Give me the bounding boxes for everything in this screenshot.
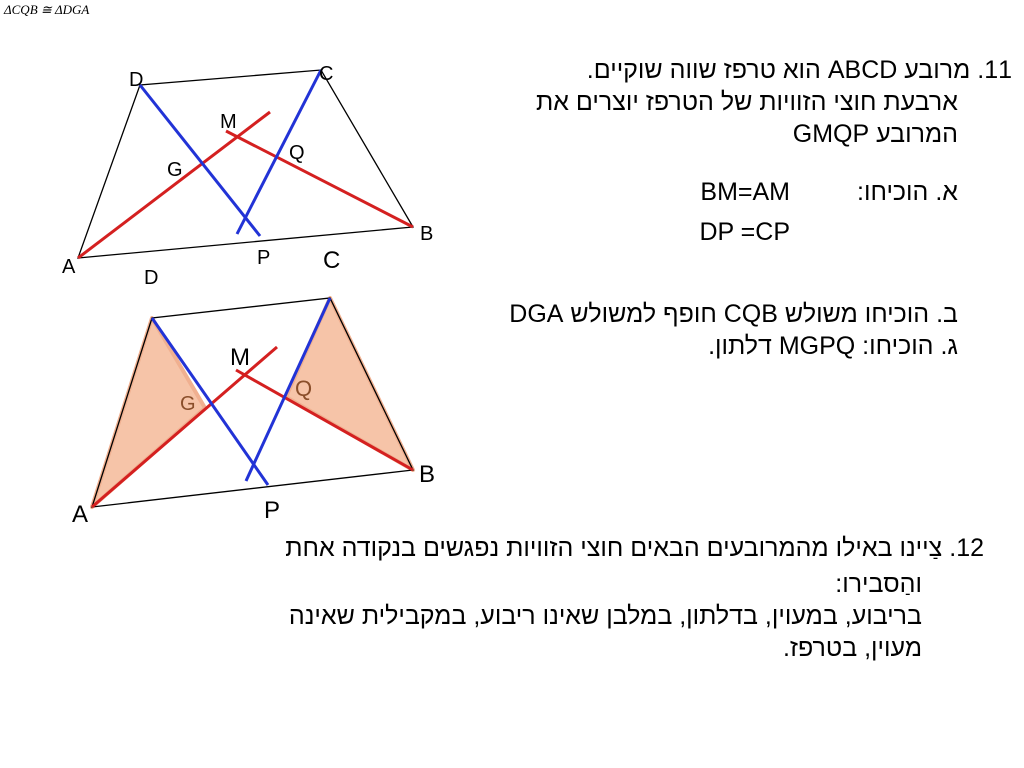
- label-g: G: [167, 159, 183, 181]
- problem-11-part-a: א. הוכיחו:: [857, 176, 958, 208]
- bisector-d: [138, 84, 262, 237]
- label-q-2: Q: [295, 376, 312, 401]
- label-p: P: [257, 247, 270, 269]
- label-a: A: [62, 256, 76, 278]
- bisector-d-2: [150, 317, 270, 486]
- problem-11-line-1: 11. מרובע ABCD הוא טרפז שווה שוקיים.: [586, 56, 1012, 84]
- congruence-formula: ΔCQB ≅ ΔDGA: [4, 2, 90, 17]
- problem-12-line-2: והַסבירו:: [835, 570, 922, 598]
- label-d: D: [129, 69, 143, 91]
- label-m-2: M: [230, 344, 250, 371]
- problem-12-line-4: מעוין, בטרפז.: [782, 634, 922, 662]
- bisector-b-2: [235, 368, 414, 472]
- label-a-2: A: [72, 501, 88, 528]
- problem-11-parts-bc: ב. הוכיחו משולש CQB חופף למשולש DGA ג. ה…: [509, 298, 958, 362]
- problem-12: 12. צַיינו באילו מהמרובעים הבאים חוצי הז…: [285, 532, 984, 564]
- problem-12-line-1: 12. צַיינו באילו מהמרובעים הבאים חוצי הז…: [285, 534, 984, 562]
- bisector-a: [77, 110, 271, 260]
- part-a-eq-1: BM=AM: [700, 178, 790, 206]
- figure-2-trapezoid: M Q G B A P: [72, 296, 435, 528]
- problem-11: 11. מרובע ABCD הוא טרפז שווה שוקיים.: [587, 54, 1012, 86]
- bisector-b: [225, 129, 414, 229]
- bisector-c-2: [244, 297, 332, 482]
- problem-12-line-3: בריבוע, במעוין, בדלתון, במלבן שאינו ריבו…: [288, 602, 922, 630]
- label-c: C: [319, 63, 333, 85]
- label-b: B: [420, 223, 433, 245]
- trapezoid-outline: [77, 69, 415, 259]
- part-a-eq-2: DP =CP: [699, 218, 790, 246]
- label-side-c: C: [323, 247, 340, 274]
- problem-11-body: ארבעת חוצי הזוויות של הטרפז יוצרים את המ…: [536, 86, 958, 150]
- label-p-2: P: [264, 497, 280, 524]
- bisector-c: [235, 69, 323, 235]
- label-m: M: [220, 111, 237, 133]
- part-b: ב. הוכיחו משולש CQB חופף למשולש DGA: [509, 300, 958, 328]
- problem-12-body: והַסבירו: בריבוע, במעוין, בדלתון, במלבן …: [289, 568, 922, 664]
- part-c: ג. הוכיחו: MGPQ דלתון.: [708, 332, 958, 360]
- problem-11-line-2: ארבעת חוצי הזוויות של הטרפז יוצרים את: [536, 88, 958, 116]
- label-q: Q: [289, 142, 305, 164]
- figure-1-trapezoid: D C M Q G B A P C D: [62, 63, 433, 289]
- label-b-2: B: [419, 461, 435, 488]
- label-side-d: D: [144, 267, 158, 289]
- label-g-2: G: [180, 393, 196, 415]
- problem-11-line-3: המרובע GMQP: [792, 120, 958, 148]
- bisector-a-2: [91, 345, 278, 509]
- part-a-prefix: א. הוכיחו:: [857, 178, 958, 206]
